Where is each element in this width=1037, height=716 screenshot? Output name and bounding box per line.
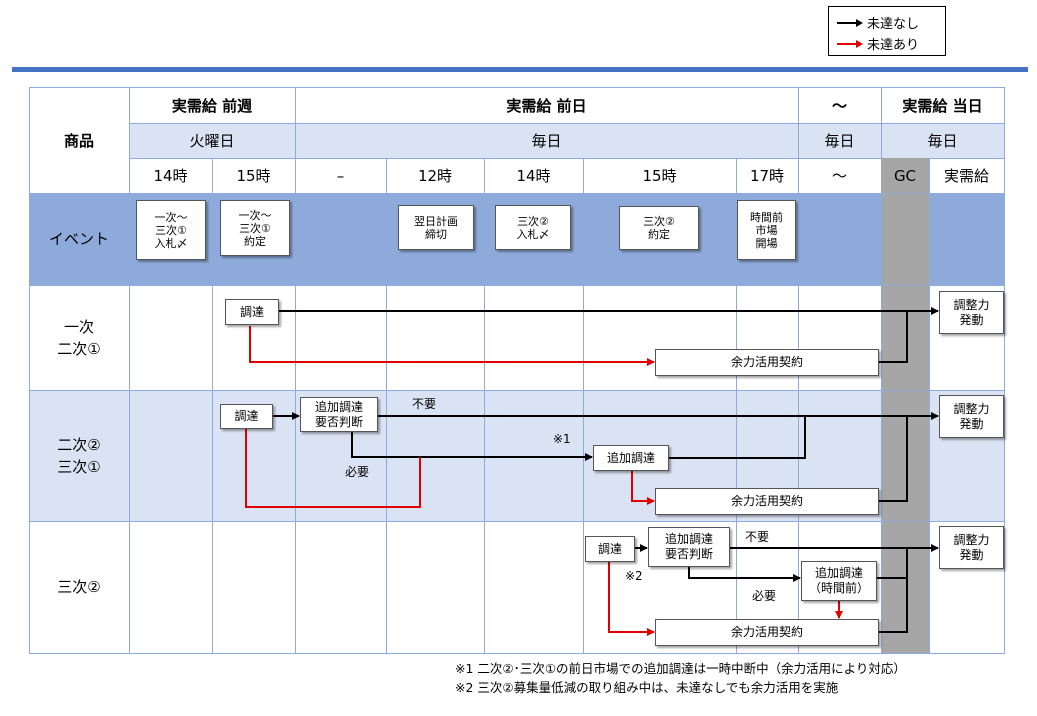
r3-procure-box: 調達 (585, 536, 635, 562)
r3-note2-label: ※2 (625, 569, 643, 583)
time-gc: GC (881, 158, 929, 193)
event-plan-deadline: 翌日計画 締切 (398, 205, 474, 250)
event-intraday-open: 時間前 市場 開場 (737, 200, 796, 260)
event-bid-close-1: 一次〜 三次① 入札〆 (136, 200, 206, 260)
legend-item-unmet-exists: 未達あり (837, 34, 919, 53)
r1-procure-box: 調達 (225, 299, 279, 325)
r2-additional-procure-box: 追加調達 (593, 445, 669, 471)
black-arrow-icon (837, 18, 863, 27)
time-14-week: 14時 (153, 167, 188, 185)
header-daily-1: 毎日 (531, 132, 562, 150)
time-tilde: 〜 (831, 167, 847, 185)
r2-decision-box: 追加調達 要否判断 (300, 397, 378, 432)
r3-needed-label: 必要 (752, 589, 777, 603)
r2-procure-box: 調達 (220, 404, 273, 429)
header-daily-3: 毎日 (927, 132, 958, 150)
footnote-2: ※2 三次②募集量低減の取り組み中は、未達なしでも余力活用を実施 (455, 680, 839, 695)
time-12: 12時 (417, 167, 453, 185)
r3-reserve-contract-box: 余力活用契約 (655, 619, 879, 646)
r2-needed-label: 必要 (345, 465, 370, 479)
footnote-1: ※1 二次②･三次①の前日市場での追加調達は一時中断中（余力活用により対応） (455, 661, 906, 676)
event-contract-2: 三次② 約定 (619, 206, 699, 250)
r3-adjust-activate-box: 調整力 発動 (939, 526, 1004, 569)
row-label-event: イベント (48, 230, 109, 248)
r3-decision-box: 追加調達 要否判断 (648, 527, 730, 567)
legend-item-unmet-none: 未達なし (837, 13, 919, 32)
time-17: 17時 (749, 167, 785, 185)
legend-label-unmet-exists: 未達あり (867, 38, 920, 53)
event-bid-close-2: 三次② 入札〆 (495, 205, 571, 250)
header-tilde: 〜 (831, 96, 847, 115)
gc-column-bg (881, 193, 929, 653)
header-day-before: 実需給 前日 (506, 96, 587, 115)
event-contract-1: 一次〜 三次① 約定 (220, 200, 290, 256)
time-actual: 実需給 (943, 167, 989, 185)
header-bg-row2 (129, 123, 1004, 158)
time-15: 15時 (642, 167, 677, 185)
red-arrow-icon (837, 39, 863, 48)
r2-adjust-activate-box: 調整力 発動 (939, 395, 1004, 438)
header-daily-2: 毎日 (824, 132, 855, 150)
r3-additional-intraday-box: 追加調達 （時間前） (801, 561, 877, 601)
r2-not-needed-label: 不要 (412, 397, 437, 411)
row-label-secondary2-tertiary1: 二次② 三次① (57, 435, 101, 476)
row-label-tertiary2: 三次② (57, 578, 101, 596)
header-week-before: 実需給 前週 (171, 96, 253, 115)
header-tuesday: 火曜日 (189, 132, 235, 150)
r1-reserve-contract-box: 余力活用契約 (655, 349, 879, 376)
legend-label-unmet-none: 未達なし (867, 17, 920, 32)
time-15-week: 15時 (236, 167, 271, 185)
time-dash: – (336, 166, 345, 185)
row-label-primary-secondary1: 一次 二次① (57, 317, 101, 358)
r3-not-needed-label: 不要 (745, 530, 770, 544)
header-same-day: 実需給 当日 (902, 96, 983, 115)
top-divider-bar (12, 67, 1028, 72)
r2-note1-label: ※1 (553, 432, 571, 446)
r2-reserve-contract-box: 余力活用契約 (655, 488, 879, 515)
legend: 未達なし 未達あり (828, 6, 946, 56)
time-14: 14時 (516, 167, 551, 185)
header-product: 商品 (63, 131, 94, 150)
r1-adjust-activate-box: 調整力 発動 (939, 291, 1004, 334)
